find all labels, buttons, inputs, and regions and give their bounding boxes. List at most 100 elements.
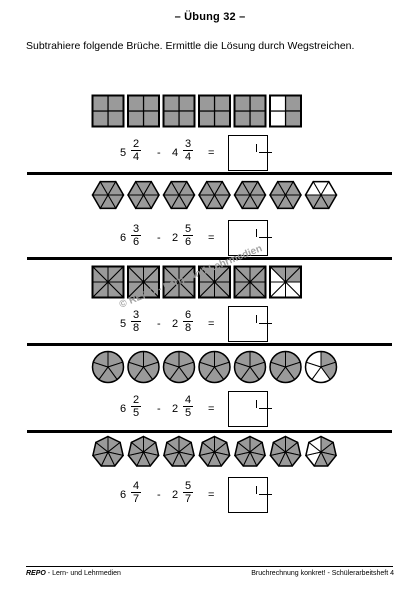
footer-publisher: REPO - Lern- und Lehrmedien — [26, 570, 121, 577]
minuend-numerator: 3 — [132, 223, 140, 235]
circle5-shape — [162, 350, 196, 384]
hex6-shape — [198, 180, 231, 210]
fraction-bar — [131, 321, 141, 322]
square8-shape — [126, 265, 161, 299]
answer-box[interactable] — [228, 477, 268, 513]
footer-left-text: - Lern- und Lehrmedien — [45, 570, 121, 577]
subtrahend-whole: 2 — [172, 318, 179, 330]
minus-sign: - — [157, 147, 161, 159]
hept7-shape — [127, 435, 160, 467]
divider — [27, 430, 392, 433]
minuend-whole: 6 — [120, 403, 127, 415]
footer-brand: REPO — [26, 570, 46, 577]
hept7-shape — [92, 435, 124, 467]
minus-sign: - — [157, 489, 161, 501]
square4-shape — [233, 94, 267, 128]
footer-divider — [26, 566, 393, 567]
square8-shape — [91, 265, 125, 299]
minuend-whole: 6 — [120, 489, 127, 501]
fraction-shapes-row — [92, 435, 337, 467]
answer-divider-mark — [256, 486, 257, 494]
minuend-numerator: 2 — [132, 138, 140, 150]
circle5-shape — [91, 350, 125, 384]
minuend-whole: 5 — [120, 147, 127, 159]
hex6-shape — [233, 180, 267, 210]
square8-shape — [162, 265, 196, 299]
equals-sign: = — [208, 489, 215, 501]
minuend-whole: 6 — [120, 232, 127, 244]
page-title: – Übung 32 – — [174, 11, 246, 23]
answer-divider-mark — [256, 400, 257, 408]
subtrahend-numerator: 5 — [184, 223, 192, 235]
answer-divider-mark — [256, 315, 257, 323]
square4-shape — [127, 94, 160, 128]
minuend-whole: 5 — [120, 318, 127, 330]
answer-box[interactable] — [228, 306, 268, 342]
fraction-bar — [183, 235, 193, 236]
minuend-numerator: 3 — [132, 309, 140, 321]
fraction-bar — [183, 321, 193, 322]
subtrahend-whole: 2 — [172, 489, 179, 501]
square8-shape — [268, 265, 303, 299]
answer-fraction-line — [259, 237, 272, 238]
subtrahend-numerator: 3 — [184, 138, 192, 150]
circle5-shape — [127, 350, 160, 384]
fraction-shapes-row — [91, 265, 303, 299]
square4-shape — [198, 94, 231, 128]
hex6-shape — [91, 180, 125, 210]
answer-box[interactable] — [228, 391, 268, 427]
answer-fraction-line — [259, 152, 272, 153]
equals-sign: = — [208, 232, 215, 244]
hept7-shape — [234, 435, 266, 467]
hex6-shape — [304, 180, 338, 210]
equals-sign: = — [208, 403, 215, 415]
circle5-shape — [304, 350, 338, 384]
subtrahend-denominator: 7 — [184, 493, 192, 505]
answer-box[interactable] — [228, 135, 268, 171]
divider — [27, 257, 392, 260]
square4-shape — [162, 94, 196, 128]
hept7-shape — [198, 435, 231, 467]
answer-divider-mark — [256, 144, 257, 152]
hept7-shape — [163, 435, 195, 467]
minuend-numerator: 4 — [132, 480, 140, 492]
minuend-denominator: 7 — [132, 493, 140, 505]
subtrahend-numerator: 5 — [184, 480, 192, 492]
hex6-shape — [162, 180, 196, 210]
minuend-denominator: 4 — [132, 151, 140, 163]
subtrahend-whole: 4 — [172, 147, 179, 159]
square8-shape — [197, 265, 232, 299]
footer-series: Bruchrechnung konkret! - Schülerarbeitsh… — [251, 570, 394, 577]
hept7-shape — [269, 435, 302, 467]
equals-sign: = — [208, 318, 215, 330]
fraction-bar — [183, 492, 193, 493]
minus-sign: - — [157, 318, 161, 330]
hex6-shape — [269, 180, 302, 210]
subtrahend-denominator: 8 — [184, 322, 192, 334]
subtrahend-numerator: 4 — [184, 394, 192, 406]
divider — [27, 172, 392, 175]
square4-shape — [269, 94, 302, 128]
subtrahend-whole: 2 — [172, 232, 179, 244]
minuend-denominator: 6 — [132, 236, 140, 248]
subtrahend-denominator: 6 — [184, 236, 192, 248]
circle5-shape — [198, 350, 231, 384]
minus-sign: - — [157, 403, 161, 415]
fraction-bar — [183, 150, 193, 151]
fraction-bar — [131, 492, 141, 493]
instruction-text: Subtrahiere folgende Brüche. Ermittle di… — [26, 40, 355, 52]
answer-box[interactable] — [228, 220, 268, 256]
minus-sign: - — [157, 232, 161, 244]
fraction-bar — [131, 235, 141, 236]
subtrahend-numerator: 6 — [184, 309, 192, 321]
circle5-shape — [233, 350, 267, 384]
equals-sign: = — [208, 147, 215, 159]
fraction-shapes-row — [91, 94, 302, 128]
subtrahend-denominator: 5 — [184, 407, 192, 419]
square8-shape — [233, 265, 267, 299]
fraction-bar — [131, 406, 141, 407]
answer-divider-mark — [256, 229, 257, 237]
subtrahend-denominator: 4 — [184, 151, 192, 163]
minuend-denominator: 5 — [132, 407, 140, 419]
circle5-shape — [269, 350, 302, 384]
